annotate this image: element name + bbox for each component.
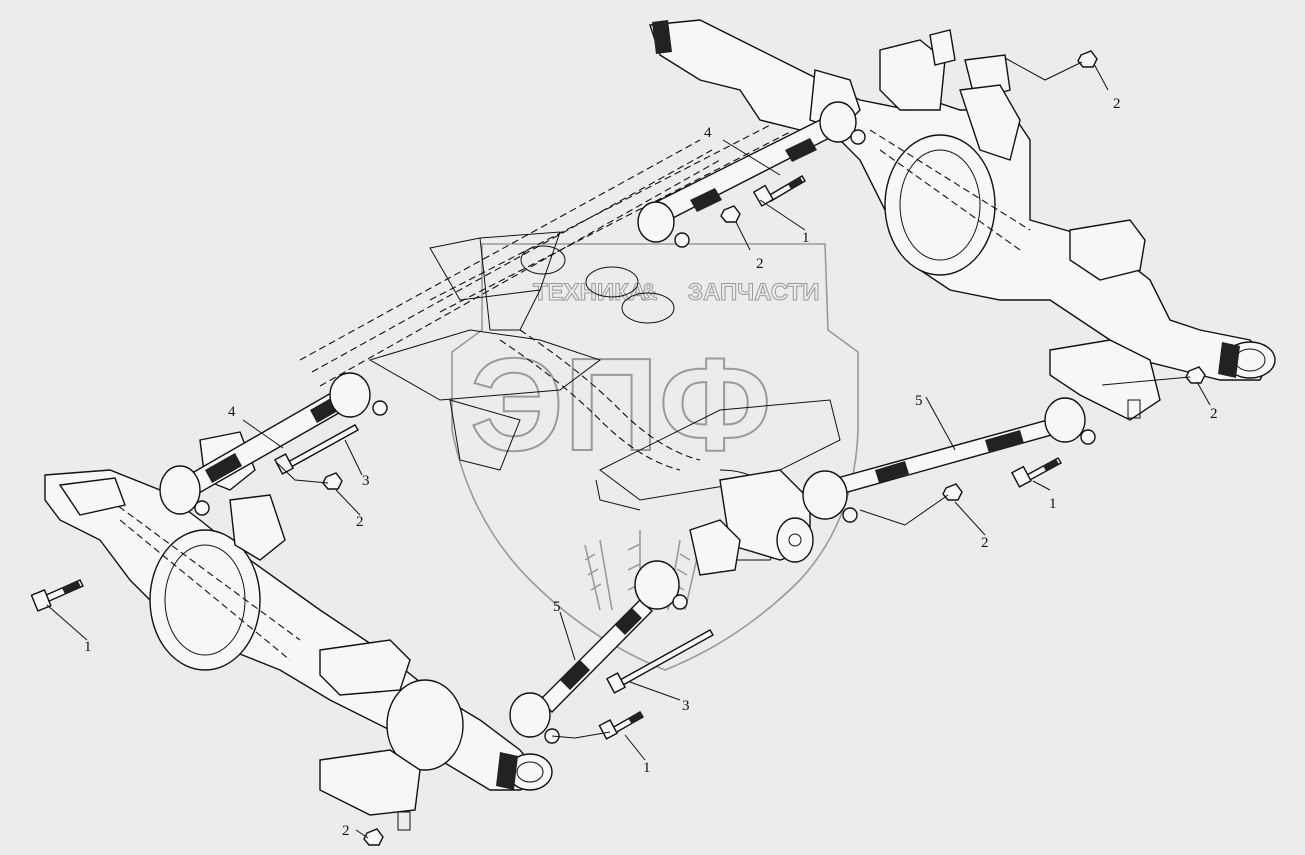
callout-2-top-right: 2 <box>1113 96 1121 112</box>
callout-3-lower: 3 <box>682 698 690 714</box>
callout-5-lower: 5 <box>553 599 561 615</box>
callout-2-left: 2 <box>356 514 364 530</box>
rod-4-lower <box>159 372 388 516</box>
bolt-1-right <box>1010 457 1062 488</box>
callout-labels: 4 2 1 2 4 3 2 1 5 2 1 2 5 3 1 2 <box>84 96 1218 839</box>
leader-lines <box>46 57 1211 839</box>
bolt-1-lower <box>598 711 644 740</box>
callout-1-left: 1 <box>84 639 92 655</box>
bolt-3-upper <box>273 424 359 475</box>
watermark-text-right: ЗАПЧАСТИ <box>688 279 820 306</box>
nut-2-left <box>322 472 343 490</box>
rod-5-lower <box>509 560 688 744</box>
callout-2-right: 2 <box>1210 406 1218 422</box>
fasteners <box>30 50 1206 846</box>
callout-2-center-right: 2 <box>981 535 989 551</box>
watermark-logo-letters: ЭПФ <box>470 331 771 478</box>
callout-1-right: 1 <box>1049 496 1057 512</box>
rod-5-right <box>802 397 1096 523</box>
callout-1-lower: 1 <box>643 760 651 776</box>
nut-2-bottom <box>363 828 384 846</box>
callout-2-bottom: 2 <box>342 823 350 839</box>
callout-5-right: 5 <box>915 393 923 409</box>
watermark-ampersand: & <box>640 279 657 306</box>
callout-4-lower: 4 <box>228 404 236 420</box>
rear-axle-lower <box>44 431 553 831</box>
rod-4-upper <box>637 101 866 248</box>
callout-2-upper: 2 <box>756 256 764 272</box>
frame-outline <box>299 119 841 561</box>
callout-4-upper: 4 <box>704 125 712 141</box>
callout-3-upper: 3 <box>362 473 370 489</box>
center-hub <box>689 469 814 576</box>
watermark-text-left: ТЕХНИКА <box>533 279 646 306</box>
callout-1-upper: 1 <box>802 230 810 246</box>
bolt-3-lower <box>605 629 714 694</box>
bolt-1-upper <box>752 175 806 207</box>
watermark: ТЕХНИКА & ЗАПЧАСТИ ЭПФ <box>451 243 859 671</box>
nut-2-center-right <box>942 483 963 501</box>
bolt-1-left <box>30 579 84 612</box>
nut-2-top-right <box>1077 50 1098 68</box>
nut-2-upper <box>720 205 741 223</box>
